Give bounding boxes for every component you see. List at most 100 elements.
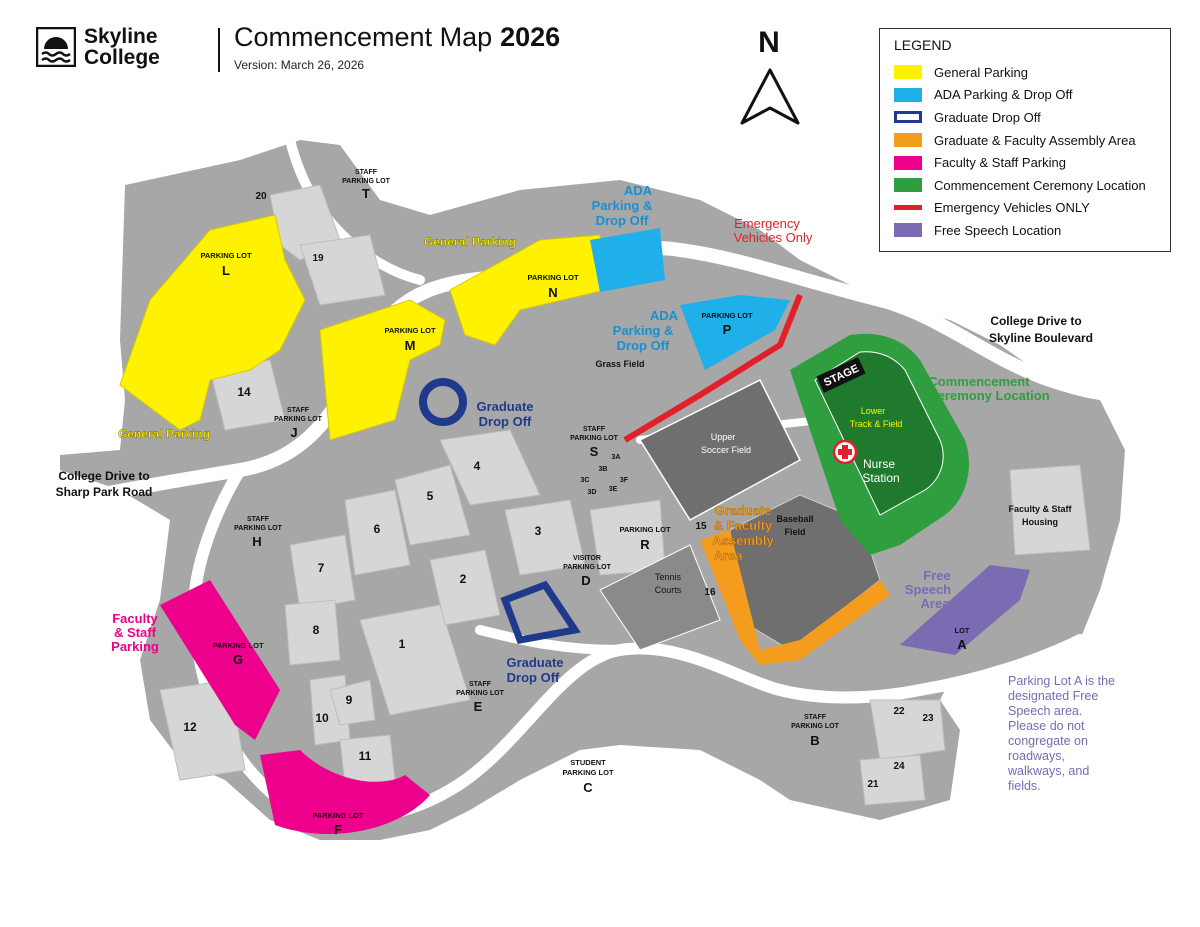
road-sharp-1: College Drive to [58,469,149,483]
assembly-1: Graduate [714,503,771,518]
north-letter: N [758,26,780,59]
lot-c-label-2: PARKING LOT [562,768,614,777]
graduate-dropoff-box [500,580,581,644]
building-number: 7 [318,561,325,575]
lot-a-label: LOT [955,626,970,635]
lot-d-label-2: PARKING LOT [563,564,611,571]
lot-r-letter: R [640,537,650,552]
legend-item: Faculty & Staff Parking [894,151,1156,174]
ada-mid-1: ADA [650,308,679,323]
legend-item: Graduate & Faculty Assembly Area [894,129,1156,152]
lot-b-label-2: PARKING LOT [791,723,839,730]
lot-b-letter: B [810,733,819,748]
housing-2: Housing [1022,517,1058,527]
building-number: 6 [374,522,381,536]
lot-d-letter: D [581,573,590,588]
sub-building-number: 3E [609,486,618,493]
baseball-2: Field [784,527,805,537]
brand: Skyline College [36,26,160,68]
building-number: 10 [315,711,329,725]
building-number: 12 [183,720,197,734]
legend-swatch [894,155,922,170]
parking-lot-l [119,214,306,431]
building-number: 5 [427,489,434,503]
ada-top-1: ADA [624,183,653,198]
legend-item: Emergency Vehicles ONLY [894,197,1156,220]
north-arrow-icon [740,68,800,125]
legend-title: LEGEND [894,37,952,53]
sub-building-number: 3F [620,477,629,484]
ada-mid-2: Parking & [613,323,674,338]
building-number: 16 [704,587,716,598]
legend-label: ADA Parking & Drop Off [934,87,1073,103]
lot-p-label: PARKING LOT [701,311,753,320]
building-number: 14 [237,385,251,399]
lot-t-label-2: PARKING LOT [342,178,390,185]
tennis-1: Tennis [655,572,682,582]
legend-swatch [894,87,922,102]
free-speech-1: Free [923,568,950,583]
legend-swatch [894,111,922,124]
housing-1: Faculty & Staff [1008,504,1072,514]
nurse-2: Station [862,471,899,485]
building-number: 4 [474,459,481,473]
graduate-dropoff-circle [419,378,467,426]
tennis-2: Courts [655,585,682,595]
assembly-area [700,530,890,665]
legend-label: Faculty & Staff Parking [934,155,1066,171]
building-number: 24 [893,761,905,772]
assembly-2: & Faculty [714,518,773,533]
legend-label: Commencement Ceremony Location [934,177,1146,193]
track-1: Lower [861,406,886,416]
faculty-parking-3: Parking [111,639,159,654]
building-number: 11 [359,749,372,763]
stage-box [816,357,866,393]
lot-h-letter: H [252,534,261,549]
building-number: 22 [893,706,905,717]
legend-item: Commencement Ceremony Location [894,174,1156,197]
legend-item: Free Speech Location [894,219,1156,242]
building-number: 8 [313,623,320,637]
legend-item: Graduate Drop Off [894,106,1156,129]
free-speech-3: Area [921,596,951,611]
lot-g-label: PARKING LOT [212,641,264,650]
legend-label: Emergency Vehicles ONLY [934,200,1090,216]
title-text: Commencement Map [234,22,493,52]
ada-mid-3: Drop Off [617,338,670,353]
emergency-2: Vehicles Only [734,230,813,245]
general-parking-left-label: General Parking [118,427,210,441]
building-number: 15 [695,521,707,532]
parking-lot-p [680,295,790,370]
free-speech-lot-a [900,565,1030,655]
header-divider [218,28,220,72]
legend-label: Free Speech Location [934,222,1062,238]
lot-m-letter: M [405,338,416,353]
lot-d-label-1: VISITOR [573,555,601,562]
emergency-route [623,293,803,443]
sub-building-number: 3C [581,477,590,484]
emergency-1: Emergency [734,216,800,231]
lot-s-letter: S [590,444,599,459]
road-skyline-1: College Drive to [990,314,1081,328]
free-speech-note: Parking Lot A is the designated Free Spe… [1008,674,1116,793]
lot-s-label-2: PARKING LOT [570,435,618,442]
lot-p-letter: P [723,322,732,337]
road-sharp-2: Sharp Park Road [56,485,153,499]
faculty-parking-2: & Staff [114,625,157,640]
lot-e-label-2: PARKING LOT [456,690,504,697]
building-number: 3 [535,524,542,538]
lot-r-label: PARKING LOT [619,525,671,534]
lot-j-letter: J [290,425,297,440]
sub-building-number: 3B [599,466,608,473]
assembly-4: Area [714,548,744,563]
legend-label: Graduate & Faculty Assembly Area [934,132,1136,148]
grad-drop-bottom-1: Graduate [506,655,563,670]
version-text: Version: March 26, 2026 [234,58,365,72]
lot-h-label-1: STAFF [247,516,270,523]
upper-soccer-2: Soccer Field [701,445,751,455]
legend-swatch [894,223,922,238]
sub-building-number: 3D [588,489,597,496]
